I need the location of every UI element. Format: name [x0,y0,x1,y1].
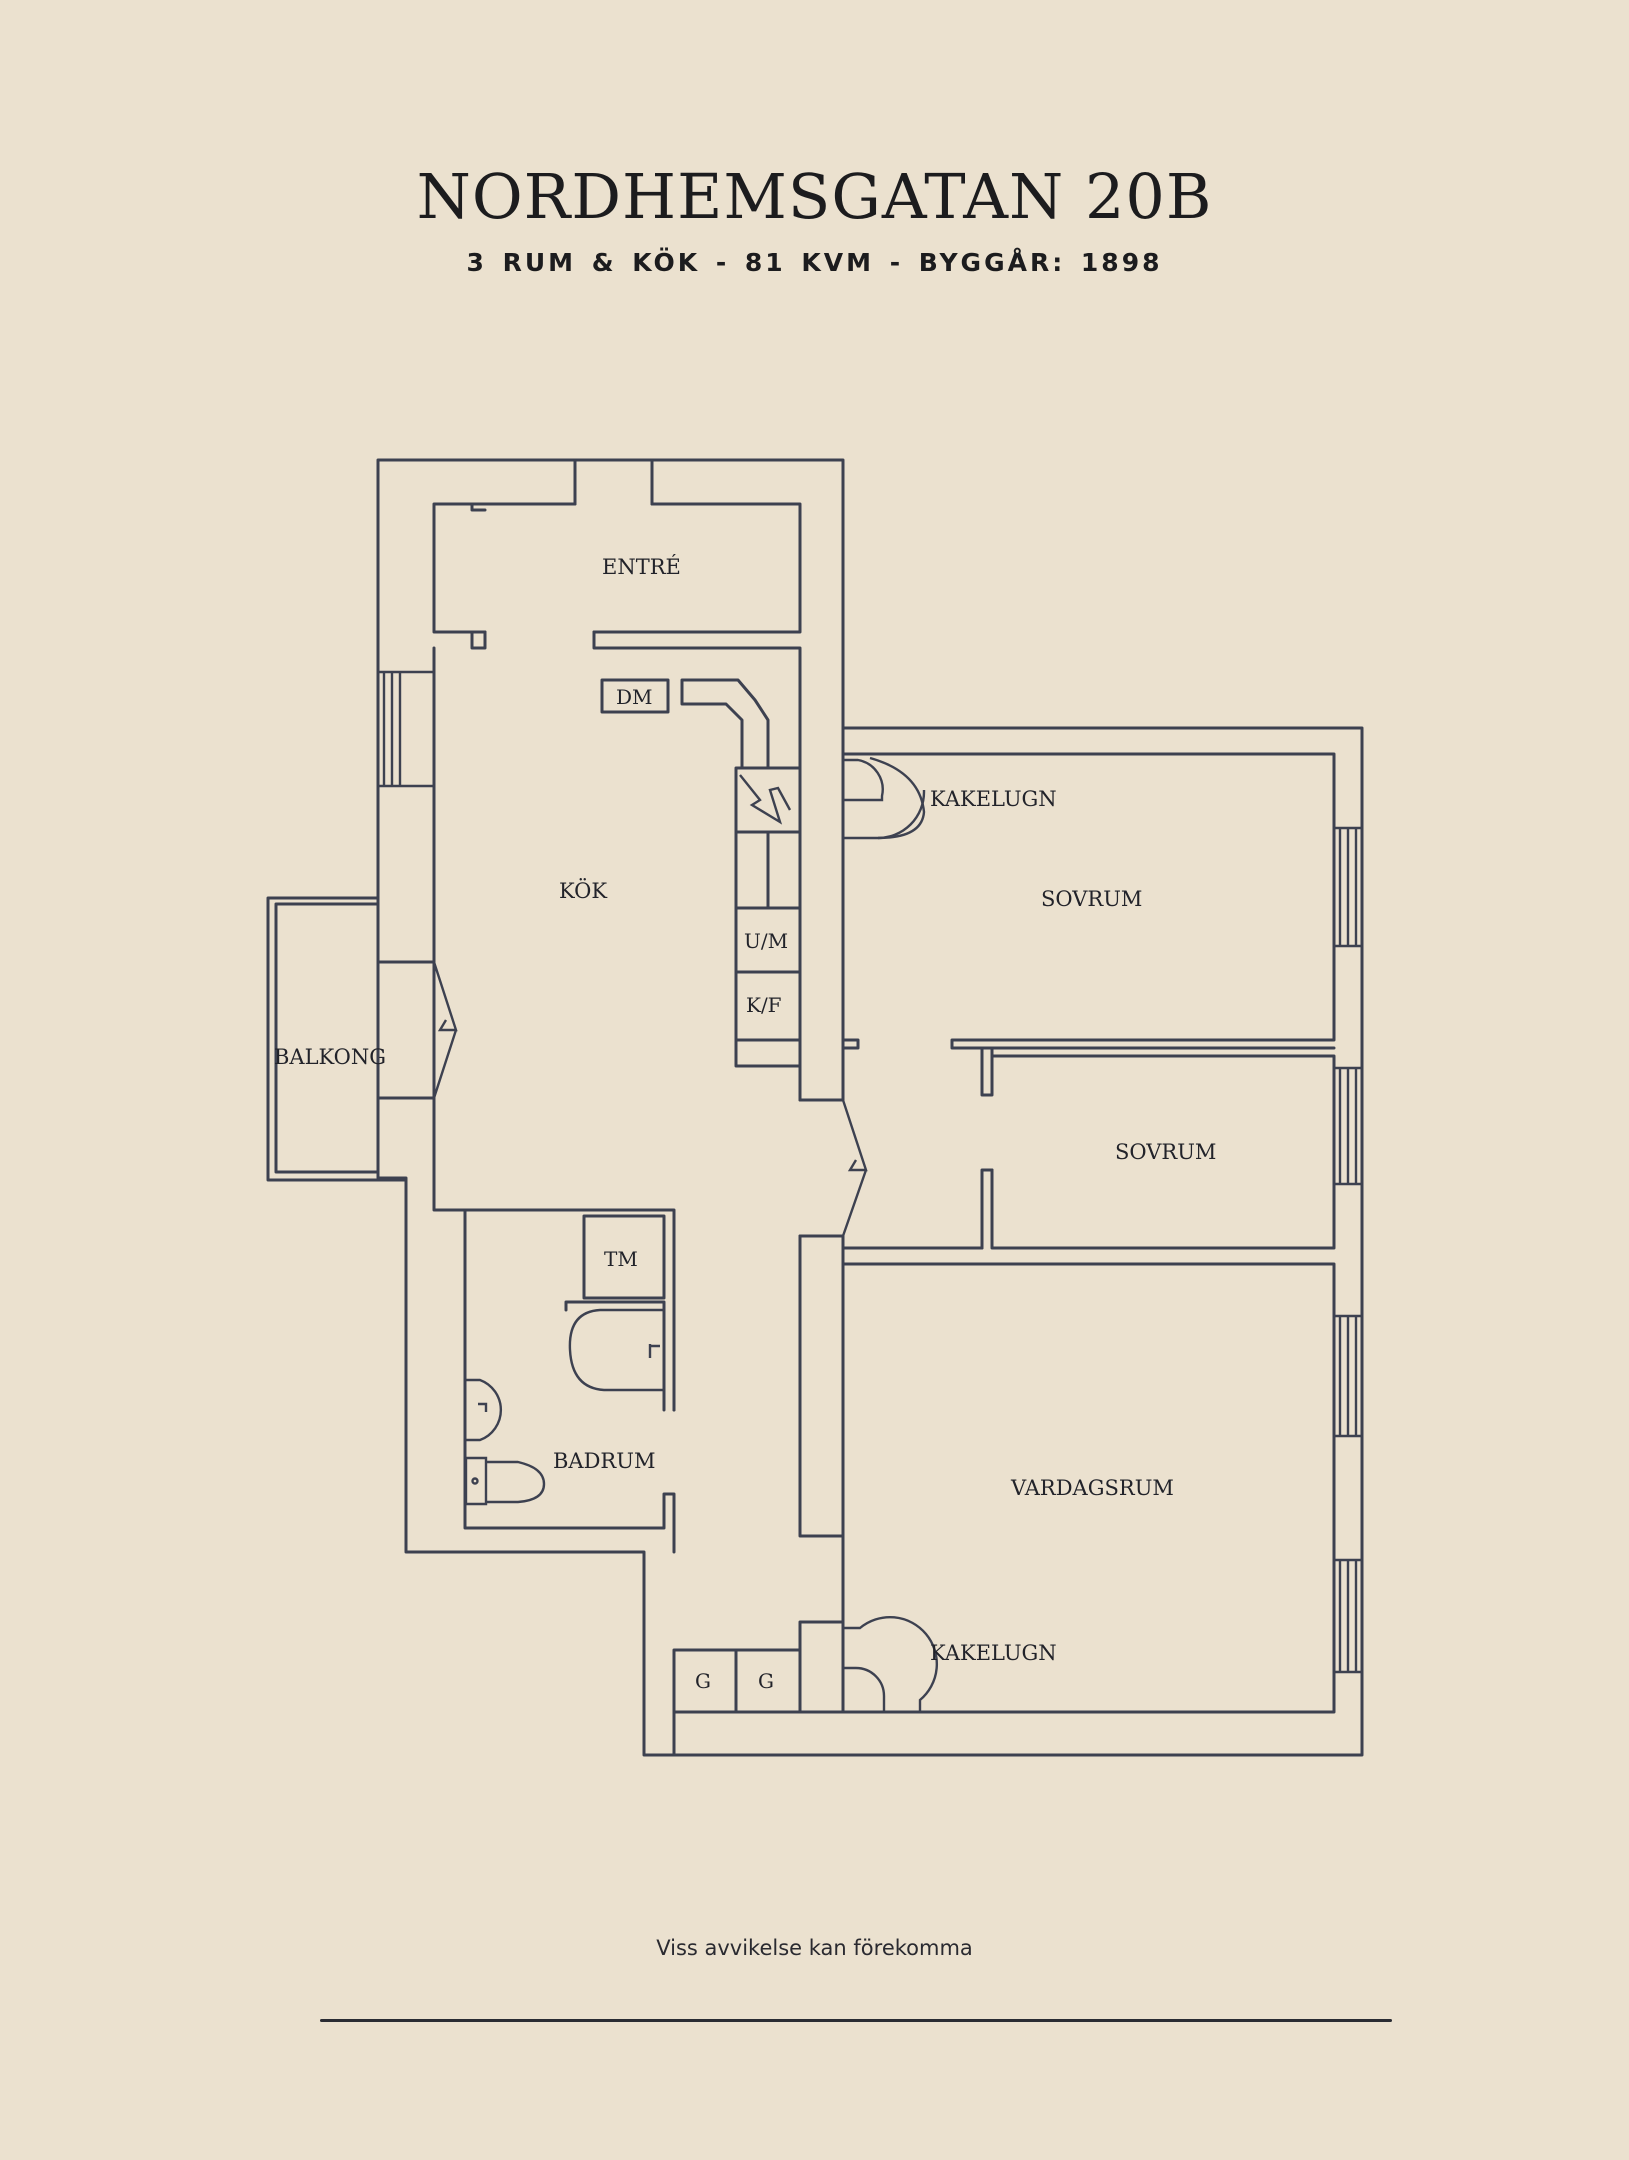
room-badrum-label: BADRUM [553,1449,655,1473]
kakelugn-1-symbol [843,758,926,840]
kitchen-east-wall [798,726,845,1102]
balcony-door-frame [376,960,436,1100]
shower-symbol [568,1308,664,1392]
bedroom-1-walls [841,752,1336,1050]
toilet-button [471,1477,479,1485]
balcony-door-leaf [432,961,458,1099]
kakelugn-1-label: KAKELUGN [930,787,1057,811]
fixture-dm-label: DM [616,685,653,709]
hall-corridor-walls [841,1234,984,1250]
hall-door-frame [798,1098,845,1238]
kakelugn-1-body [869,756,926,840]
kitchen-window [378,670,434,788]
room-balkong-label: BALKONG [274,1045,386,1069]
hall-door-leaf [841,1099,868,1237]
room-kok-label: KÖK [559,878,607,903]
entre-wall-stub [470,502,487,650]
fixture-kf-label: K/F [746,993,782,1017]
fixture-g1-label: G [695,1669,711,1693]
footer-divider [320,2019,1392,2022]
kakelugn-2-label: KAKELUGN [930,1641,1057,1665]
room-vardagsrum-label: VARDAGSRUM [1010,1476,1174,1500]
disclaimer-text: Viss avvikelse kan förekomma [656,1936,973,1960]
inner-wall-outline-entre [432,502,802,634]
room-sovrum-1-label: SOVRUM [1041,887,1142,911]
balcony-outline [266,896,408,1182]
sink-symbol [465,1378,502,1442]
bedroom-1-window [1334,826,1362,948]
property-summary: 3 RUM & KÖK - 81 KVM - BYGGÅR: 1898 [466,248,1163,277]
corridor-wall [798,1234,845,1538]
bedroom-2-window [1334,1066,1362,1186]
kakelugn-2-symbol [843,1615,939,1712]
page-title: NORDHEMSGATAN 20B [416,160,1213,233]
bedroom-2-door-stub [980,1168,994,1250]
stove-symbol [739,774,792,825]
fixture-tm-label: TM [604,1247,638,1271]
living-room-window-2 [1334,1558,1362,1674]
storage-cabinets [672,1648,802,1757]
room-sovrum-2-label: SOVRUM [1115,1140,1216,1164]
bedroom-divider-stub [841,1038,994,1097]
fixture-g2-label: G [758,1669,774,1693]
entre-door-gap [573,458,654,506]
fixture-um-label: U/M [744,929,788,953]
toilet-symbol [464,1456,546,1506]
kitchen-west-wall [432,646,467,1212]
room-entre-label: ENTRÉ [602,555,681,579]
outer-wall-outline [376,458,1364,1757]
kitchen-counter-run [734,766,802,1068]
kitchen-counter [600,678,802,770]
entre-kitchen-wall [592,630,802,730]
bathroom-walls [463,1208,676,1554]
living-room-window-1 [1334,1314,1362,1438]
bedroom-2-walls [990,1054,1336,1250]
cabinet-column-wall [798,1620,845,1714]
bathroom-inner-wall [564,1300,676,1412]
